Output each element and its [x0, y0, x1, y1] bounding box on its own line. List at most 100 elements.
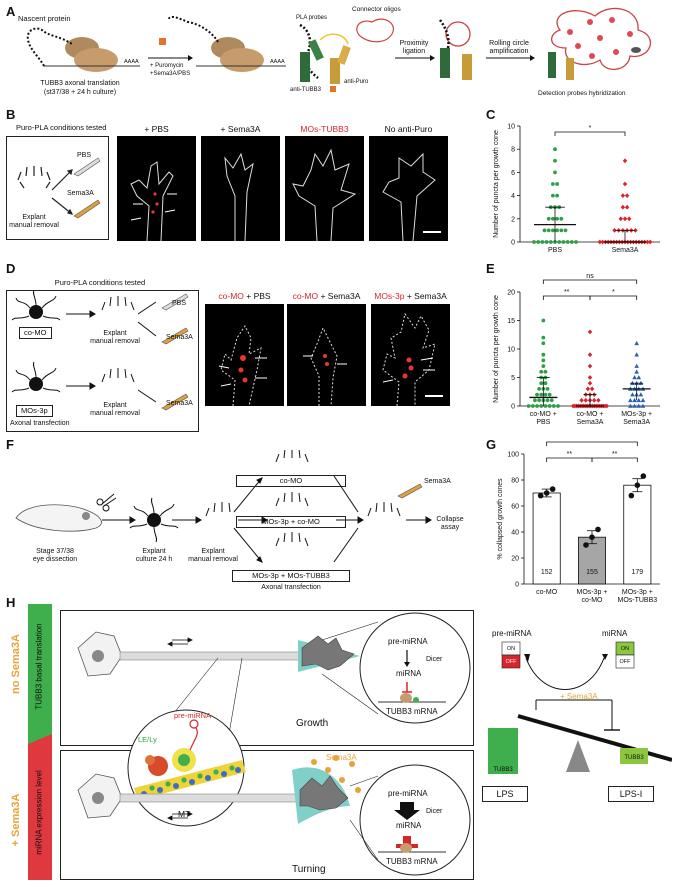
significance-bracket: [546, 441, 638, 446]
data-point: [541, 358, 546, 363]
mos-3p-box: MOs-3p: [16, 405, 53, 417]
puromycin-sublabel: +Sema3A/PBS: [150, 71, 191, 77]
balance-fulcrum: [566, 740, 590, 772]
data-point: [636, 375, 642, 380]
explant-icon: [11, 361, 61, 393]
mirna-level-label: miRNA expression level: [26, 750, 50, 880]
sema3a-label: Sema3A: [166, 334, 193, 341]
data-point: [539, 404, 544, 408]
data-point: [632, 375, 637, 380]
switch-off-label: OFF: [505, 659, 517, 665]
data-point: [630, 392, 635, 397]
data-point: [543, 490, 550, 496]
panel-label-e: E: [486, 261, 495, 276]
caption-black: + Sema3A: [404, 291, 447, 301]
data-point: [542, 228, 547, 233]
panel-f-workflow: [15, 450, 432, 563]
bar: [623, 484, 652, 585]
switch-on-label: ON: [506, 646, 516, 652]
no-sema3a-box: [60, 610, 474, 746]
data-point: [622, 158, 628, 164]
significance-bracket: [542, 279, 638, 284]
micrograph-caption-como-pbs: co-MO + PBS: [205, 291, 284, 301]
explant-culture-label: Explant: [142, 548, 166, 555]
explant-culture-sublabel: culture 24 h: [135, 556, 173, 563]
late-endosome-icon: [145, 719, 199, 776]
ribosome-icon: [26, 27, 140, 72]
right-mirna-label: miRNA: [602, 629, 628, 638]
data-point: [551, 182, 555, 186]
connector-oligos-label: Connector oligos: [352, 6, 401, 13]
data-point: [636, 397, 642, 403]
data-point: [589, 534, 595, 540]
pipette-icon: [397, 483, 423, 499]
x-tick-label: MOs-TUBB3: [617, 597, 657, 604]
x-tick-label: PBS: [548, 247, 562, 254]
data-point: [545, 398, 550, 403]
micrograph-caption-mos3p-sema3a: MOs-3p + Sema3A: [371, 291, 450, 301]
data-point: [624, 193, 630, 198]
x-tick-label: co-MO +: [530, 411, 557, 418]
data-point: [537, 398, 542, 403]
y-tick-label: 0: [511, 404, 515, 411]
pipette-icon: [161, 327, 189, 345]
stage-label: Stage 37/38: [36, 548, 74, 555]
significance-label: *: [589, 125, 592, 132]
collapse-assay-sublabel: assay: [440, 524, 460, 531]
y-tick-label: 80: [511, 478, 519, 485]
puromycin-label: + Puromycin: [150, 63, 184, 69]
significance-label: **: [612, 451, 618, 458]
lps-block: [488, 728, 518, 774]
pre-mirna-label: pre-miRNA: [388, 789, 428, 798]
data-point: [553, 170, 557, 175]
explant-removal-label: Explant: [103, 402, 127, 409]
puromycin-icon: [159, 38, 166, 45]
data-point: [541, 352, 546, 357]
panel-label-f: F: [6, 437, 14, 452]
no-sema3a-text: no Sema3A: [10, 634, 22, 694]
pipette-icon: [73, 199, 101, 219]
data-point: [640, 403, 646, 408]
eye-dissection-label: eye dissection: [32, 556, 78, 563]
data-point: [636, 403, 642, 408]
sema3a-label: Sema3A: [166, 400, 193, 407]
y-tick-label: 40: [511, 530, 519, 537]
data-point: [549, 398, 554, 403]
data-point: [634, 482, 641, 488]
neuron-top: [77, 631, 360, 677]
pipette-icon: [161, 293, 189, 311]
le-ly-label: LE/Ly: [138, 735, 157, 744]
proximity-label: Proximity: [399, 40, 429, 47]
switch-off-label: OFF: [619, 659, 631, 665]
x-tick-label: co-MO +: [576, 411, 603, 418]
no-sema3a-label: no Sema3A: [8, 604, 24, 724]
x-tick-label: Sema3A: [577, 419, 604, 426]
data-point: [555, 182, 559, 186]
data-point: [540, 240, 545, 244]
significance-bracket: [554, 131, 626, 136]
y-tick-label: 8: [511, 147, 515, 154]
data-point: [640, 397, 646, 403]
data-point: [595, 526, 601, 533]
x-tick-label: MOs-3p +: [621, 411, 652, 418]
detection-label: Detection probes hybridization: [538, 90, 626, 97]
data-point: [543, 369, 548, 374]
ligated-complex-icon: [438, 19, 472, 80]
panel-label-h: H: [6, 595, 16, 610]
x-tick-label: MOs-3p +: [622, 589, 653, 596]
significance-bracket: [591, 457, 638, 462]
data-point: [555, 228, 559, 233]
data-point: [547, 392, 552, 397]
y-tick-label: 100: [507, 452, 519, 459]
data-point: [563, 228, 568, 233]
sema3a-label: Sema3A: [424, 478, 451, 485]
x-tick-label: MOs-3p +: [577, 589, 608, 596]
data-point: [539, 369, 544, 374]
data-point: [618, 216, 623, 222]
explant-icon: [129, 497, 179, 543]
condition-box-mos3p-como: MOs-3p + co-MO: [236, 516, 346, 528]
micrograph-caption-sema3a: + Sema3A: [220, 124, 261, 134]
data-point: [589, 386, 595, 392]
data-point: [547, 404, 552, 408]
lps-label: LPS: [482, 786, 528, 802]
